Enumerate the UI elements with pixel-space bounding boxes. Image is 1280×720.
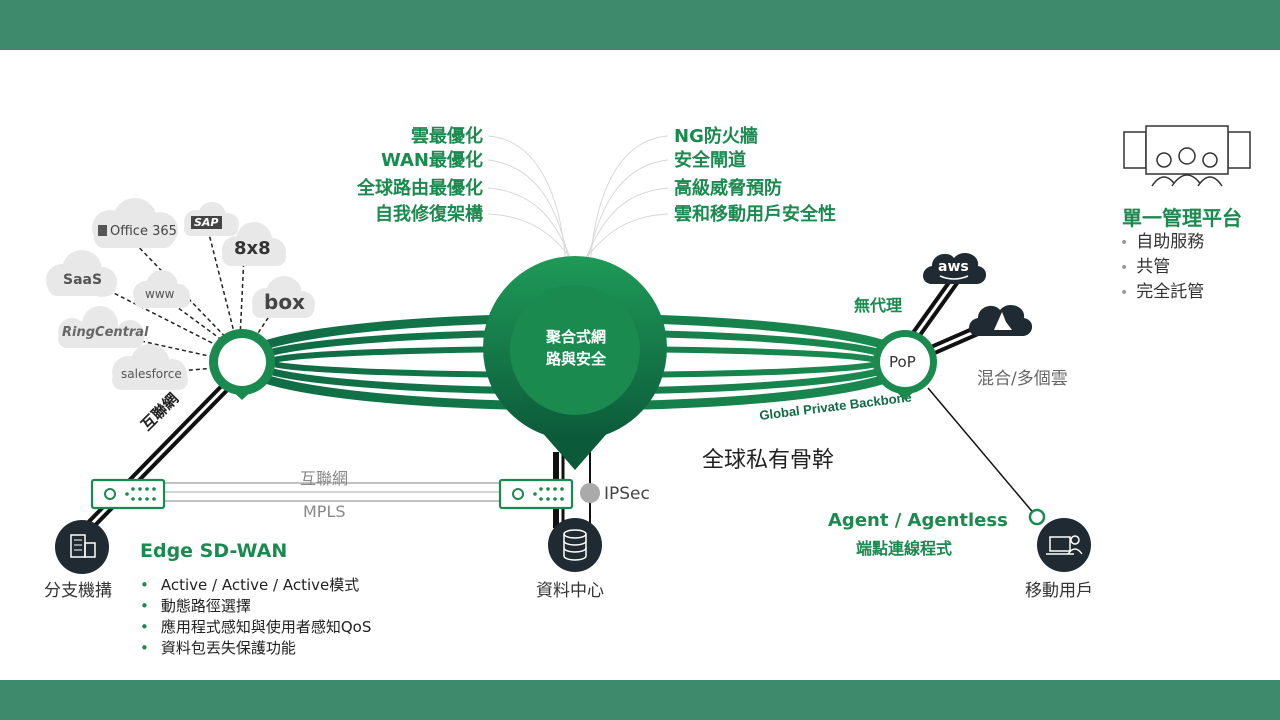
edge-sdwan-title: Edge SD-WAN — [140, 540, 288, 562]
office365-label: Office 365 — [110, 224, 177, 239]
edge-feature-item: Active / Active / Active模式 — [140, 575, 371, 596]
management-icon — [1123, 125, 1251, 187]
feature-threat-prevention: 高級威脅預防 — [674, 178, 782, 199]
hub-node — [483, 256, 667, 470]
agent-dot — [1028, 508, 1046, 526]
8x8-logo: 8x8 — [234, 238, 271, 259]
aws-cloud-icon — [923, 252, 987, 284]
management-options: 自助服務 共管 完全託管 — [1120, 230, 1204, 305]
backbone-zh-label: 全球私有骨幹 — [702, 448, 835, 473]
management-option-item: 自助服務 — [1120, 230, 1204, 255]
feature-routing-opt: 全球路由最優化 — [357, 178, 483, 199]
feature-cloud-mobile-security: 雲和移動用戶安全性 — [674, 204, 836, 225]
management-option-item: 共管 — [1120, 255, 1204, 280]
cloud-shapes — [46, 198, 315, 390]
left-connection-node — [209, 329, 275, 400]
ipsec-dot — [580, 483, 600, 503]
datacenter-node — [548, 518, 602, 572]
edge-feature-item: 應用程式感知與使用者感知QoS — [140, 617, 372, 638]
hub-label-line1: 聚合式網 — [545, 328, 606, 346]
branch-appliance — [90, 478, 166, 510]
clientless-label: 無代理 — [854, 296, 903, 315]
agent-sublabel: 端點連線程式 — [856, 539, 953, 558]
cloud-ringcentral — [58, 306, 144, 348]
cloud-box — [252, 276, 315, 318]
edge-sdwan-features: Active / Active / Active模式 動態路徑選擇 應用程式感知… — [140, 575, 372, 659]
cloud-salesforce — [112, 344, 188, 390]
salesforce-logo: salesforce — [121, 367, 182, 381]
internet-diagonal-link — [62, 364, 248, 554]
bottom-band — [0, 680, 1280, 720]
feature-cloud-opt: 雲最優化 — [411, 126, 483, 147]
cloud-www — [133, 270, 190, 308]
feature-wan-opt: WAN最優化 — [380, 150, 483, 171]
cloud-office365 — [92, 198, 178, 248]
agent-label: Agent / Agentless — [828, 510, 1008, 531]
branch-label: 分支機搆 — [44, 581, 112, 601]
hub-label: 聚合式網 路與安全 — [506, 326, 646, 370]
aws-label: aws — [938, 259, 969, 275]
mpls-label: MPLS — [303, 502, 346, 521]
www-label: www — [145, 287, 175, 301]
box-logo: box — [264, 290, 305, 314]
multi-cloud-label: 混合/多個雲 — [977, 369, 1068, 389]
feature-fan-lines — [487, 135, 669, 269]
edge-feature-item: 動態路徑選擇 — [140, 596, 371, 617]
saas-label: SaaS — [63, 272, 103, 288]
office365-logo: Office 365 — [98, 224, 177, 239]
sap-logo: SAP — [191, 216, 222, 229]
cloud-saas — [46, 250, 117, 297]
mobile-users-label: 移動用戶 — [1025, 581, 1093, 601]
mobile-node — [1037, 518, 1091, 572]
cloud-8x8 — [222, 222, 286, 266]
ringcentral-logo: RingCentral — [62, 325, 149, 340]
azure-cloud-icon — [969, 304, 1033, 336]
branch-node — [55, 520, 109, 574]
management-title: 單一管理平台 — [1122, 206, 1242, 230]
internet-horizontal-label: 互聯網 — [300, 469, 349, 488]
ipsec-label: IPSec — [604, 484, 650, 504]
datacenter-appliance — [498, 478, 574, 510]
edge-feature-item: 資料包丟失保護功能 — [140, 638, 371, 659]
management-option-item: 完全託管 — [1120, 280, 1204, 305]
pop-node — [873, 330, 937, 400]
hub-label-line2: 路與安全 — [545, 350, 606, 368]
feature-secure-gateway: 安全閘道 — [674, 150, 746, 171]
datacenter-label: 資料中心 — [536, 581, 604, 601]
top-band — [0, 0, 1280, 50]
feature-ng-firewall: NG防火牆 — [674, 126, 758, 147]
pop-mobile-link — [927, 387, 1037, 517]
pop-label: PoP — [889, 353, 916, 371]
feature-self-healing: 自我修復架構 — [375, 204, 483, 225]
